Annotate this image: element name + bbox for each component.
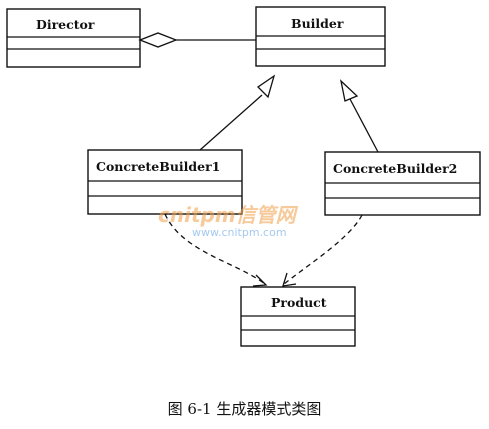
class-concrete-builder-1-box xyxy=(87,149,243,215)
dependency-edge-2 xyxy=(282,214,363,287)
class-concrete-builder-1-name: ConcreteBuilder1 xyxy=(96,159,220,174)
class-concrete-builder-1: ConcreteBuilder1 xyxy=(87,149,243,215)
dependency-arrowhead-1 xyxy=(252,274,268,287)
watermark: cnitpm信管网 www.cnitpm.com xyxy=(158,203,299,239)
class-product-name: Product xyxy=(271,295,327,310)
figure-caption: 图 6-1 生成器模式类图 xyxy=(167,400,322,418)
class-director: Director xyxy=(6,8,141,68)
class-concrete-builder-2: ConcreteBuilder2 xyxy=(324,151,481,216)
class-director-name: Director xyxy=(36,17,95,32)
dependency-line-1 xyxy=(164,213,266,285)
generalization-edge-2 xyxy=(339,79,379,153)
class-builder-name: Builder xyxy=(291,16,344,31)
watermark-url: www.cnitpm.com xyxy=(192,226,287,239)
dependency-line-2 xyxy=(283,214,363,285)
generalization-arrowhead-2 xyxy=(339,79,359,102)
dependency-arrowhead-2 xyxy=(282,272,297,287)
generalization-edge-1 xyxy=(199,74,276,151)
aggregation-edge xyxy=(138,32,256,48)
generalization-arrowhead-1 xyxy=(256,74,276,99)
generalization-line-2 xyxy=(349,98,379,153)
generalization-line-1 xyxy=(199,94,263,151)
aggregation-diamond xyxy=(138,32,178,48)
class-product: Product xyxy=(240,286,356,347)
watermark-brand: cnitpm信管网 xyxy=(158,203,299,227)
class-director-box xyxy=(6,8,141,68)
class-builder: Builder xyxy=(255,6,386,67)
class-concrete-builder-2-name: ConcreteBuilder2 xyxy=(333,161,457,176)
dependency-edge-1 xyxy=(164,213,268,287)
